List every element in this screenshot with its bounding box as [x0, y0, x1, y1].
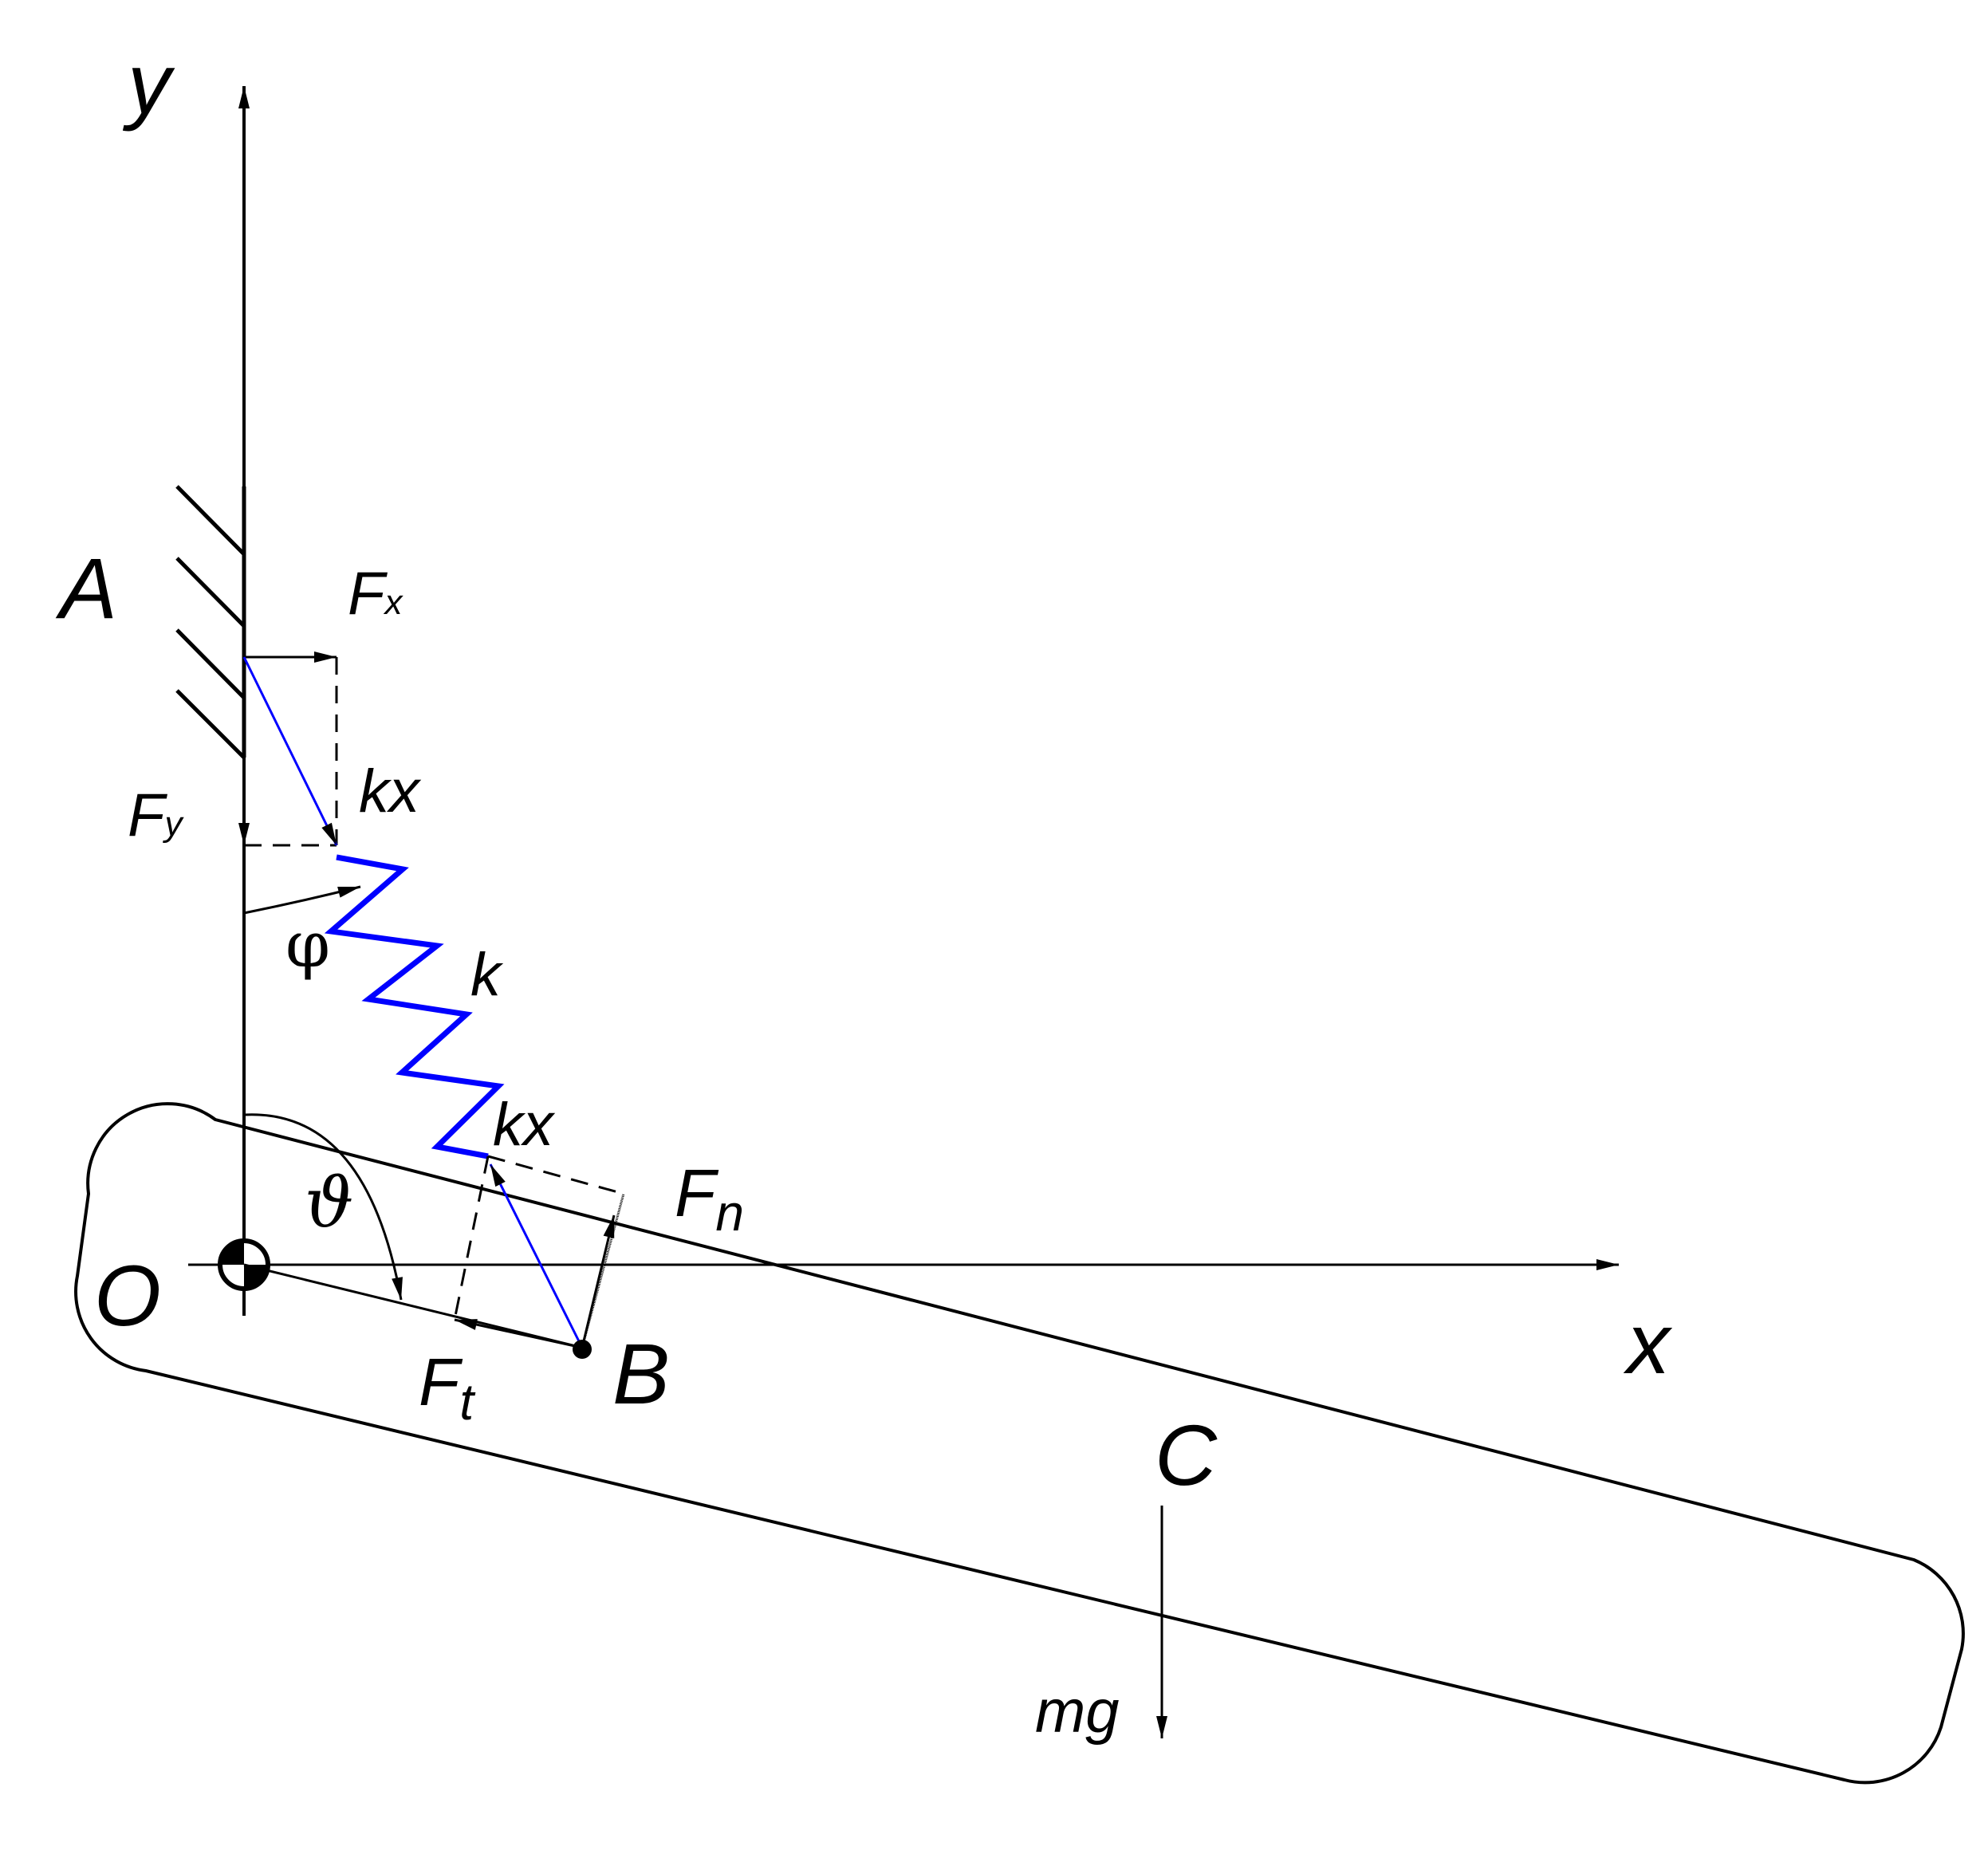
- angle-theta-arc: [243, 1113, 403, 1301]
- force-Ft-label: Ft: [419, 1344, 475, 1431]
- spring-k-label: k: [470, 941, 504, 1009]
- force-Fn-label: Fn: [675, 1155, 744, 1242]
- angle-theta-label: ϑ: [305, 1163, 353, 1243]
- force-kx-top-label: kx: [359, 758, 422, 825]
- lever-body: [74, 1102, 1965, 1785]
- point-B-dot: [573, 1340, 592, 1359]
- point-B-label: B: [612, 1325, 670, 1422]
- point-C-label: C: [1155, 1407, 1218, 1503]
- force-components-B: [243, 1155, 625, 1349]
- spring: [324, 854, 505, 1159]
- point-O-label: O: [94, 1247, 161, 1344]
- spring-force-A-arrow: [242, 656, 338, 846]
- angle-phi-label: φ: [285, 907, 330, 982]
- weight-mg-label: mg: [1035, 1678, 1120, 1746]
- y-axis-label: y: [122, 35, 175, 132]
- x-axis-label: x: [1623, 1295, 1673, 1392]
- point-A-label: A: [55, 540, 117, 636]
- force-components-A: [238, 652, 338, 847]
- angle-phi-arc: [243, 885, 361, 915]
- force-Fy-label: Fy: [128, 781, 184, 849]
- spring-force-B-arrow: [489, 1163, 584, 1348]
- force-Fx-label: Fx: [348, 560, 404, 628]
- force-kx-bottom-label: kx: [493, 1091, 556, 1159]
- wall-hatch: [175, 485, 246, 759]
